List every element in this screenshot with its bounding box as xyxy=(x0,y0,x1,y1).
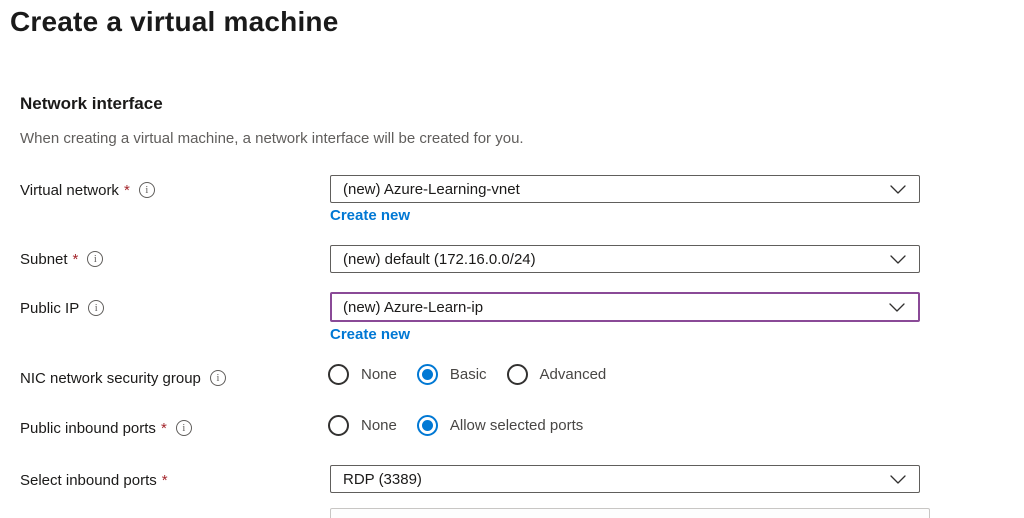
nic-nsg-option-advanced[interactable]: Advanced xyxy=(506,363,607,385)
chevron-down-icon xyxy=(889,303,905,312)
select-inbound-ports-value: RDP (3389) xyxy=(343,470,422,488)
public-inbound-ports-option-none[interactable]: None xyxy=(328,414,397,436)
chevron-down-icon xyxy=(890,255,906,264)
info-icon[interactable]: i xyxy=(175,420,192,436)
required-asterisk: * xyxy=(160,419,167,437)
public-ip-dropdown[interactable]: (new) Azure-Learn-ip xyxy=(330,292,920,322)
required-asterisk: * xyxy=(72,250,79,268)
public-inbound-ports-label: Public inbound ports * i xyxy=(20,419,192,437)
subnet-value: (new) default (172.16.0.0/24) xyxy=(343,250,536,268)
info-icon[interactable]: i xyxy=(209,370,226,386)
chevron-down-icon xyxy=(890,475,906,484)
select-inbound-ports-dropdown[interactable]: RDP (3389) xyxy=(330,465,920,493)
radio-option-label: Advanced xyxy=(539,365,607,383)
public-ip-label-text: Public IP xyxy=(20,299,80,317)
radio-unselected-icon xyxy=(506,363,528,385)
subnet-label-text: Subnet xyxy=(20,250,68,268)
required-asterisk: * xyxy=(123,181,130,199)
page-title: Create a virtual machine xyxy=(10,6,339,37)
radio-option-label: Basic xyxy=(449,365,487,383)
radio-unselected-icon xyxy=(328,363,349,385)
chevron-down-icon xyxy=(890,185,906,194)
nic-nsg-radio-group: None Basic Advanced xyxy=(328,362,606,386)
select-inbound-ports-label: Select inbound ports * xyxy=(20,471,168,489)
nic-nsg-option-basic[interactable]: Basic xyxy=(416,363,487,385)
nic-nsg-option-none[interactable]: None xyxy=(328,363,397,385)
virtual-network-dropdown[interactable]: (new) Azure-Learning-vnet xyxy=(330,175,920,203)
virtual-network-value: (new) Azure-Learning-vnet xyxy=(343,180,520,198)
public-inbound-ports-option-allow-selected[interactable]: Allow selected ports xyxy=(416,414,584,436)
virtual-network-label-text: Virtual network xyxy=(20,181,119,199)
radio-option-label: None xyxy=(361,416,397,434)
info-icon[interactable]: i xyxy=(138,182,155,198)
radio-option-label: None xyxy=(361,365,397,383)
public-inbound-ports-radio-group: None Allow selected ports xyxy=(328,413,583,437)
next-field-partial-control[interactable] xyxy=(330,508,930,518)
public-inbound-ports-label-text: Public inbound ports xyxy=(20,419,156,437)
public-ip-create-new-link[interactable]: Create new xyxy=(330,326,411,343)
radio-option-label: Allow selected ports xyxy=(449,416,584,434)
subnet-label: Subnet * i xyxy=(20,250,104,268)
subnet-dropdown[interactable]: (new) default (172.16.0.0/24) xyxy=(330,245,920,273)
radio-selected-icon xyxy=(416,363,438,385)
info-icon[interactable]: i xyxy=(87,251,104,267)
radio-unselected-icon xyxy=(328,414,349,436)
public-ip-value: (new) Azure-Learn-ip xyxy=(343,298,484,316)
nic-nsg-label: NIC network security group i xyxy=(20,369,226,387)
radio-selected-icon xyxy=(416,414,438,436)
section-description: When creating a virtual machine, a netwo… xyxy=(20,130,524,147)
section-heading: Network interface xyxy=(20,94,163,113)
info-icon[interactable]: i xyxy=(88,300,105,316)
virtual-network-create-new-link[interactable]: Create new xyxy=(330,207,411,224)
select-inbound-ports-label-text: Select inbound ports xyxy=(20,471,157,489)
nic-nsg-label-text: NIC network security group xyxy=(20,369,201,387)
required-asterisk: * xyxy=(161,471,168,489)
virtual-network-label: Virtual network * i xyxy=(20,181,155,199)
public-ip-label: Public IP i xyxy=(20,299,105,317)
